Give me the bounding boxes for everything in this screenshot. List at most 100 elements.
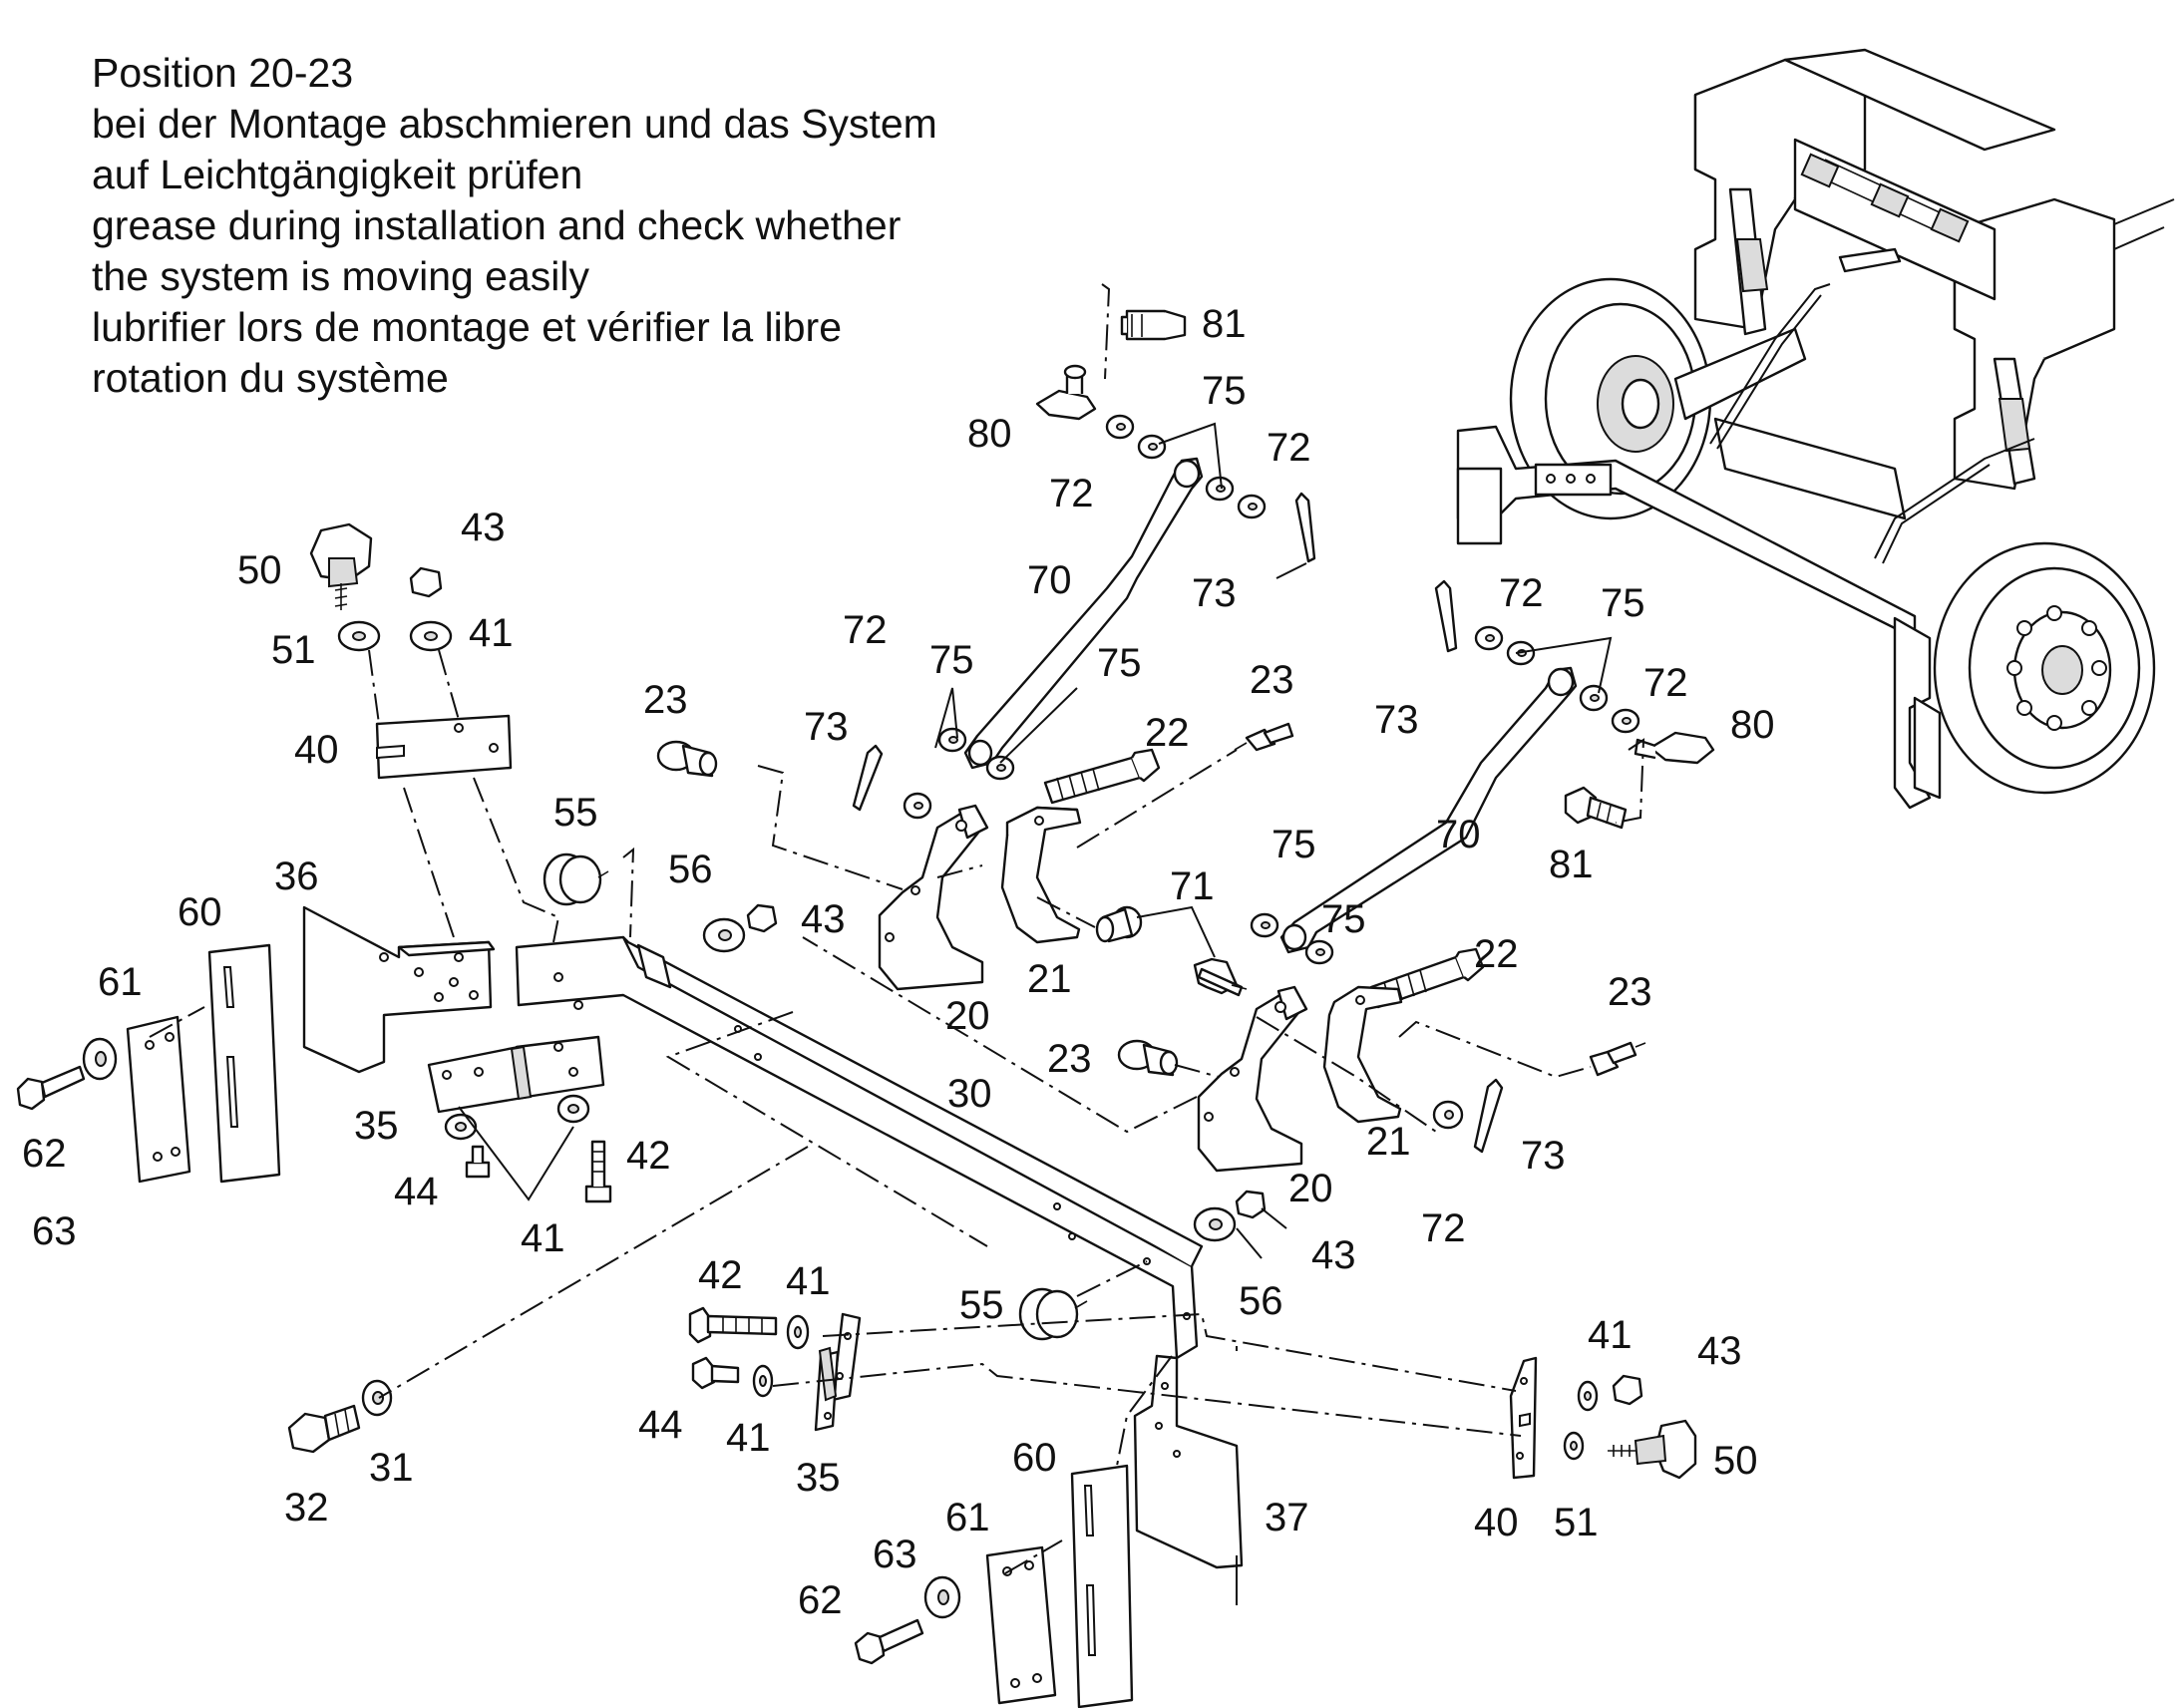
callout-80-right: 80 (1730, 703, 1775, 747)
part-plate-60 (207, 943, 281, 1184)
part-link-rod-70-upper (963, 457, 1204, 770)
instruction-line-fr-1: lubrifier lors de montage et vérifier la… (92, 304, 842, 350)
callout-75-mid-left-a: 75 (929, 638, 974, 682)
callout-23-upper-left: 23 (643, 678, 688, 722)
part-crossbar-30 (515, 935, 1204, 1360)
part-washer-56-upper (702, 917, 746, 953)
callout-75-lower-right: 75 (1321, 897, 1366, 941)
callout-73-mid-left: 73 (804, 705, 849, 749)
part-slotted-plate-40-lower (1509, 1356, 1538, 1480)
part-nut-43-lower-right (1612, 1374, 1643, 1406)
callout-75-mid-right: 75 (1601, 581, 1645, 625)
callout-41-lower-b: 41 (726, 1416, 771, 1460)
part-washer-75-c (937, 727, 967, 753)
instruction-line-de-1: bei der Montage abschmieren und das Syst… (92, 101, 937, 147)
part-hinge-35-lower (814, 1312, 862, 1432)
part-washer-72-d (1474, 625, 1504, 651)
callout-63-upper: 63 (32, 1209, 77, 1253)
part-bolt-62 (16, 1065, 86, 1111)
part-link-rod-70-lower (1279, 666, 1578, 954)
leader-lines (149, 283, 1645, 1605)
callout-62-lower: 62 (798, 1578, 843, 1622)
part-bearing-block-20-upper (878, 804, 989, 991)
callout-37: 37 (1265, 1496, 1309, 1539)
callout-61-upper: 61 (98, 960, 143, 1004)
callout-41-lower-a: 41 (786, 1259, 831, 1303)
callout-21-lower: 21 (1366, 1120, 1411, 1164)
callout-22-upper: 22 (1145, 711, 1190, 755)
callout-41-lower-left: 41 (521, 1216, 565, 1260)
part-washer-75-g (1250, 912, 1279, 938)
callout-32: 32 (284, 1486, 329, 1530)
callout-41-upper: 41 (469, 611, 514, 655)
callout-73-lower: 73 (1521, 1134, 1566, 1178)
callout-41-lower-right: 41 (1588, 1313, 1633, 1357)
callout-35-lower: 35 (796, 1456, 841, 1500)
callout-80-top: 80 (967, 412, 1012, 456)
callout-75-lower-left: 75 (1272, 823, 1316, 866)
assembly-instructions: Position 20-23 bei der Montage abschmier… (92, 48, 937, 404)
callout-31: 31 (369, 1446, 414, 1490)
callout-50-lower: 50 (1713, 1439, 1758, 1483)
callout-70-upper: 70 (1027, 558, 1072, 602)
part-nut-43 (409, 566, 443, 598)
part-bolt-22-upper (1043, 748, 1161, 805)
part-washer-75-d (985, 755, 1015, 781)
part-nut-43-lower (1235, 1190, 1267, 1219)
callout-72-lower: 72 (1421, 1206, 1466, 1250)
part-washer-72-f (1432, 1100, 1464, 1130)
part-bolt-81-upper (1120, 309, 1187, 341)
part-bolt-81-lower (1564, 786, 1628, 830)
part-bearing-block-20-lower (1197, 985, 1308, 1173)
callout-43-lower: 43 (1311, 1233, 1356, 1277)
callout-73-mid-right: 73 (1374, 698, 1419, 742)
instruction-line-fr-2: rotation du système (92, 355, 449, 401)
instruction-line-de-2: auf Leichtgängigkeit prüfen (92, 152, 583, 197)
part-buffer-55 (543, 853, 609, 906)
part-plate-61 (126, 1015, 191, 1184)
part-washer-63-lower (923, 1575, 961, 1619)
callout-21-upper: 21 (1027, 957, 1072, 1001)
part-bolt-42-left (584, 1140, 612, 1203)
part-knob-50-lower (1608, 1419, 1697, 1480)
part-slotted-plate-40 (375, 714, 513, 780)
part-washer-41-lower-a (786, 1314, 810, 1350)
instruction-line-position: Position 20-23 (92, 50, 354, 96)
part-washer-75-f (1579, 684, 1609, 712)
part-washer-75-b (1205, 476, 1235, 502)
part-washer-51-lower (1563, 1431, 1585, 1461)
part-washer-75-h (1304, 939, 1334, 965)
callout-42-lower: 42 (698, 1253, 743, 1297)
part-cotter-pin-73-d (1473, 1078, 1504, 1154)
part-grease-nipple-23-a (656, 740, 718, 778)
callout-23-upper-right: 23 (1250, 658, 1294, 702)
callout-50-upper: 50 (237, 548, 282, 592)
part-washer-72-e (1611, 708, 1640, 734)
callout-44-lower: 44 (638, 1403, 683, 1447)
callout-43-top-left: 43 (461, 506, 506, 549)
part-bracket-37 (1133, 1354, 1244, 1569)
callout-72-right: 72 (1643, 661, 1688, 705)
part-cotter-pin-73-b (852, 744, 884, 812)
callout-51-upper: 51 (271, 628, 316, 672)
callout-43-upper: 43 (801, 897, 846, 941)
callout-36: 36 (274, 854, 319, 898)
part-bolt-32 (287, 1404, 361, 1454)
callout-81-right: 81 (1549, 843, 1594, 886)
part-washer-51 (337, 620, 381, 652)
part-grease-nipple-23-b (1234, 722, 1294, 752)
part-washer-41-lower-right (1577, 1380, 1599, 1412)
callout-55-upper: 55 (553, 791, 598, 835)
callout-20-upper: 20 (945, 994, 990, 1038)
part-bolt-42-lower (688, 1306, 778, 1344)
part-washer-72-b (1237, 494, 1267, 519)
part-bracket-36 (302, 905, 496, 1074)
callout-23-lower-center: 23 (1047, 1037, 1092, 1081)
callout-61-lower: 61 (945, 1496, 990, 1539)
part-washer-41-left (444, 1113, 478, 1141)
callout-72-mid-left: 72 (843, 608, 888, 652)
part-plate-60-lower (1070, 1464, 1134, 1708)
part-buffer-55-lower (1018, 1287, 1088, 1341)
part-eye-plate-80-upper (1035, 364, 1097, 421)
